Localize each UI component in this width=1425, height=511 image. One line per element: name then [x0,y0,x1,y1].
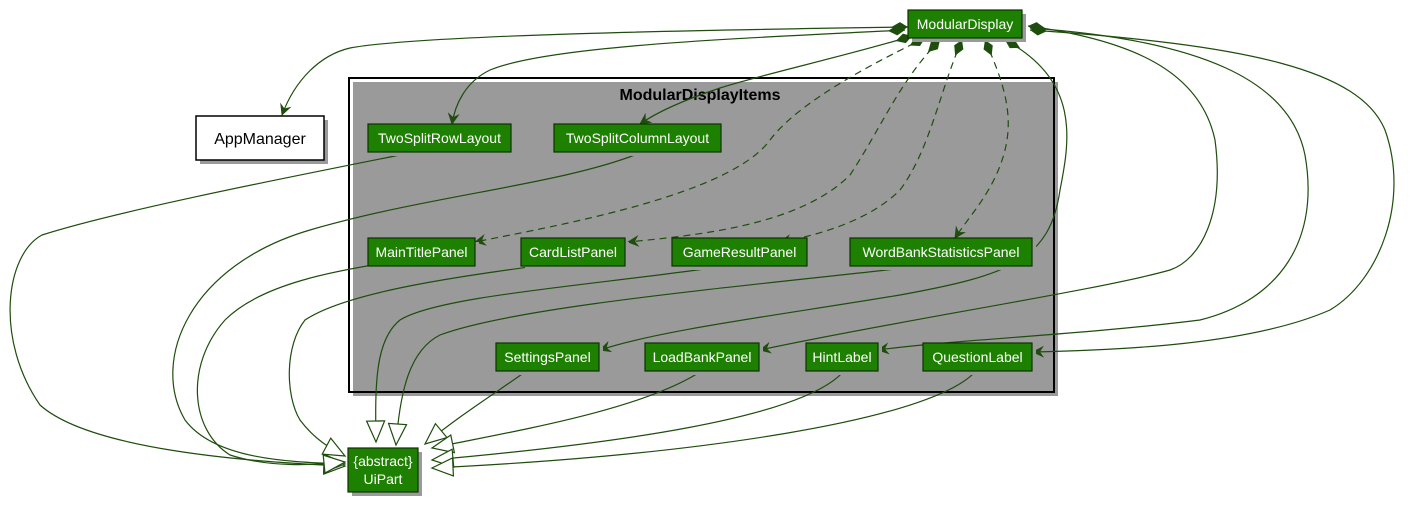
node-game-result-panel[interactable]: GameResultPanel [671,237,811,270]
composition-edges [280,22,1395,358]
node-label: WordBankStatisticsPanel [863,244,1020,260]
node-load-bank-panel[interactable]: LoadBankPanel [644,342,763,375]
edge-questionlabel-to-uipart [430,371,976,477]
edge-hintlabel-to-uipart [430,371,844,468]
edge-modular-to-hintlabel [877,23,1309,355]
node-main-title-panel[interactable]: MainTitlePanel [367,237,479,270]
node-label: CardListPanel [529,244,617,260]
node-modular-display[interactable]: ModularDisplay [907,9,1026,42]
node-word-bank-statistics-panel[interactable]: WordBankStatisticsPanel [849,237,1036,270]
node-label: LoadBankPanel [653,349,752,365]
edge-modular-to-questionlabel [1029,25,1395,358]
node-label: AppManager [214,131,306,148]
node-ui-part[interactable]: {abstract} UiPart [347,447,422,496]
edge-cardlist-to-uipart [288,260,574,457]
node-two-split-row-layout[interactable]: TwoSplitRowLayout [367,123,515,156]
node-label: ModularDisplay [917,16,1013,32]
node-label: GameResultPanel [683,244,797,260]
node-settings-panel[interactable]: SettingsPanel [495,342,603,375]
node-two-split-column-layout[interactable]: TwoSplitColumnLayout [553,123,725,156]
node-label: QuestionLabel [932,349,1022,365]
edge-twosplitrow-to-uipart [9,152,411,475]
node-stereotype: {abstract} [353,453,412,469]
node-app-manager[interactable]: AppManager [195,115,328,164]
node-label: SettingsPanel [504,349,590,365]
node-label: TwoSplitRowLayout [378,130,501,146]
edge-twosplitcolumn-to-uipart [172,152,641,474]
edge-gameresult-to-uipart [365,263,741,444]
node-label: HintLabel [812,349,871,365]
node-question-label[interactable]: QuestionLabel [922,342,1036,375]
node-label: UiPart [364,471,403,487]
node-label: TwoSplitColumnLayout [566,130,709,146]
edge-loadbank-to-uipart [430,371,701,454]
node-label: MainTitlePanel [375,244,467,260]
node-card-list-panel[interactable]: CardListPanel [520,237,629,270]
edge-maintitle-to-uipart [196,257,421,475]
edge-wordbank-to-uipart [387,263,941,447]
node-hint-label[interactable]: HintLabel [805,342,882,375]
inheritance-edges [9,152,976,477]
